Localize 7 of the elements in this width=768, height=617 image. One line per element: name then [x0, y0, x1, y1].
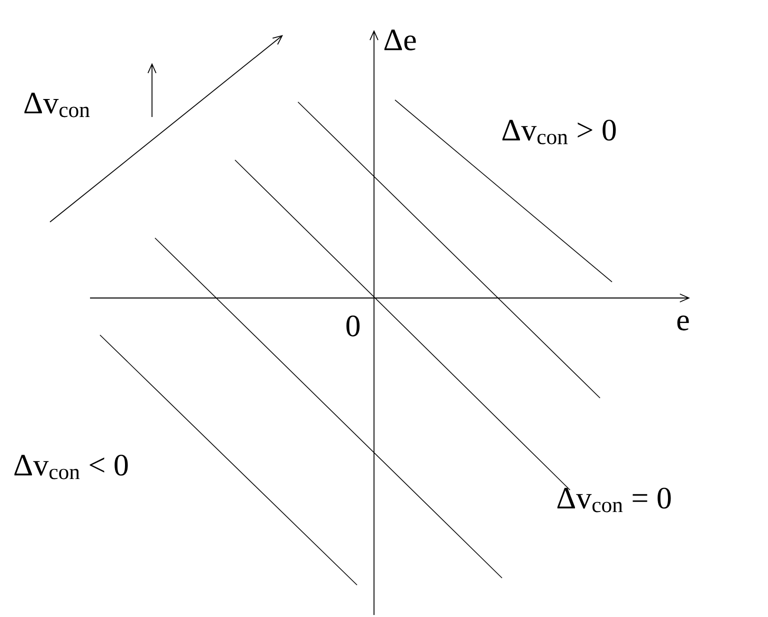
region-label: Δv$_{con}$ < 0	[14, 454, 128, 480]
origin-label: 0	[346, 316, 360, 336]
region-label: Δv$_{con}$ = 0	[557, 488, 671, 512]
axis-label: Δe	[384, 30, 416, 50]
region-label: Δv$_{con}$	[24, 92, 90, 118]
axis-label: e	[677, 316, 689, 330]
region-label: Δv$_{con}$ > 0	[502, 120, 616, 144]
